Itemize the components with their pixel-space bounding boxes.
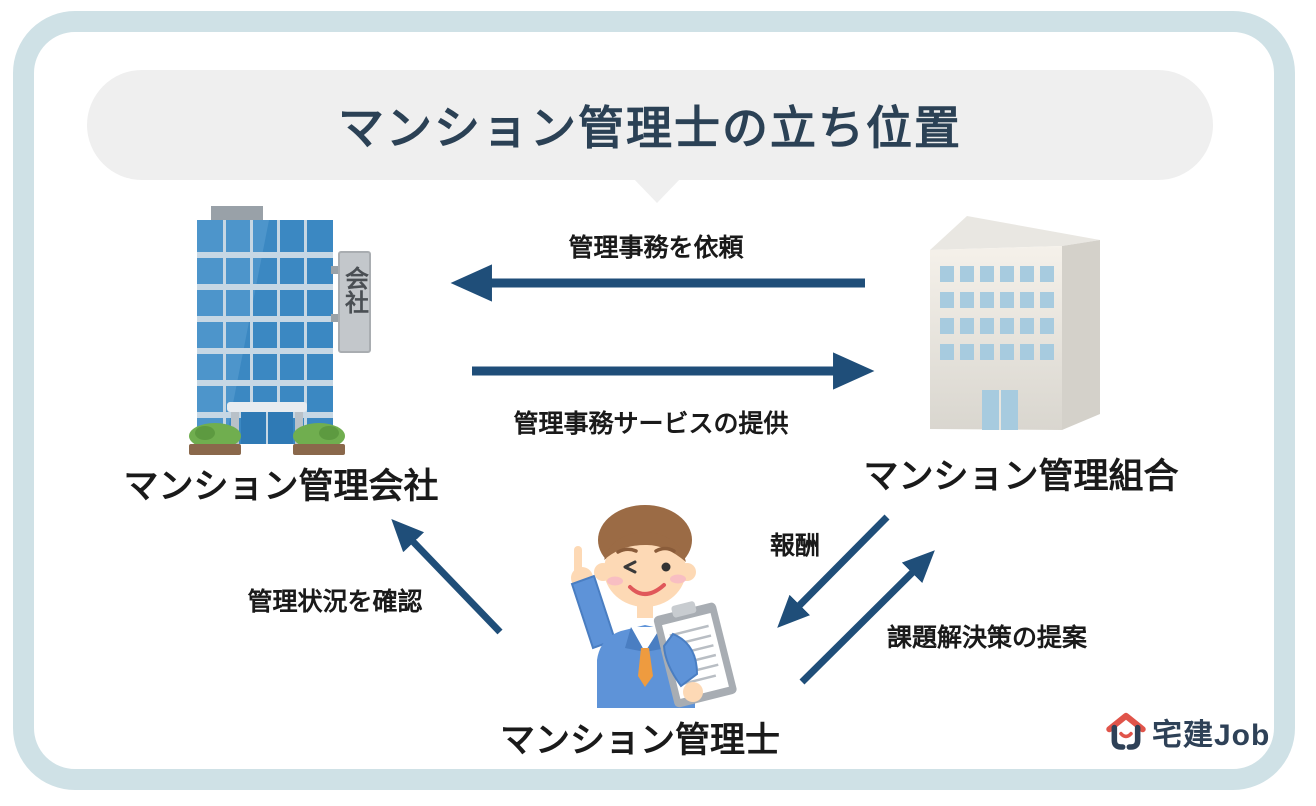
company-sign-text: 会社 <box>341 265 369 315</box>
arrow-label-provide: 管理事務サービスの提供 <box>513 410 789 438</box>
takken-job-house-icon <box>1106 712 1146 750</box>
company-label: マンション管理会社 <box>123 467 439 506</box>
association-building-icon <box>930 216 1100 430</box>
consultant-person-icon <box>570 505 737 708</box>
title-banner: マンション管理士の立ち位置 <box>87 70 1213 180</box>
arrow-label-reward: 報酬 <box>769 532 820 560</box>
arrow-label-request: 管理事務を依頼 <box>568 234 744 262</box>
arrow-label-proposal: 課題解決策の提案 <box>886 624 1087 652</box>
association-label: マンション管理組合 <box>863 457 1179 496</box>
page-title: マンション管理士の立ち位置 <box>338 102 962 154</box>
takken-job-logo-text: 宅建Job <box>1152 719 1271 752</box>
outer-frame <box>13 11 1295 790</box>
consultant-label: マンション管理士 <box>499 721 780 760</box>
takken-job-logo: 宅建Job <box>1106 710 1270 754</box>
company-building-icon: 会社 <box>189 206 371 455</box>
arrow-label-check: 管理状況を確認 <box>247 588 423 616</box>
title-banner-tail <box>633 178 681 203</box>
